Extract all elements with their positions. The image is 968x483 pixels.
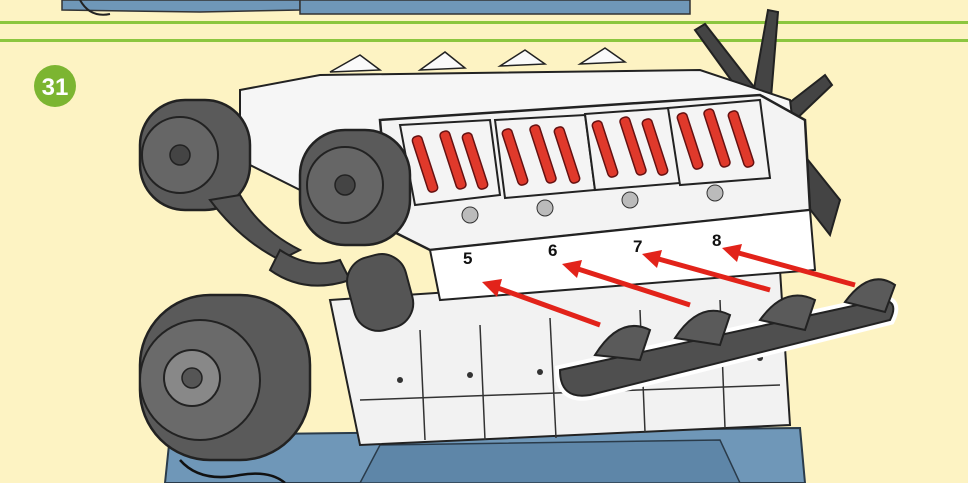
cylinder-box-1 bbox=[400, 120, 500, 205]
step-badge-icon: 31 bbox=[34, 65, 76, 107]
cylinder-box-4 bbox=[668, 100, 770, 185]
callout-6: 6 bbox=[548, 241, 557, 260]
cylinder-box-3 bbox=[585, 108, 680, 190]
previous-step-remnant bbox=[0, 0, 968, 22]
step-number: 31 bbox=[42, 74, 69, 101]
alternator-pulley bbox=[140, 295, 310, 460]
divider-line-top bbox=[0, 21, 968, 24]
callout-7: 7 bbox=[633, 237, 642, 256]
divider-line-bottom bbox=[0, 39, 968, 42]
callout-8: 8 bbox=[712, 231, 721, 250]
cylinder-box-2 bbox=[495, 115, 595, 198]
air-filter-rear bbox=[140, 100, 250, 210]
callout-5: 5 bbox=[463, 249, 472, 268]
air-filter-front bbox=[300, 130, 410, 245]
